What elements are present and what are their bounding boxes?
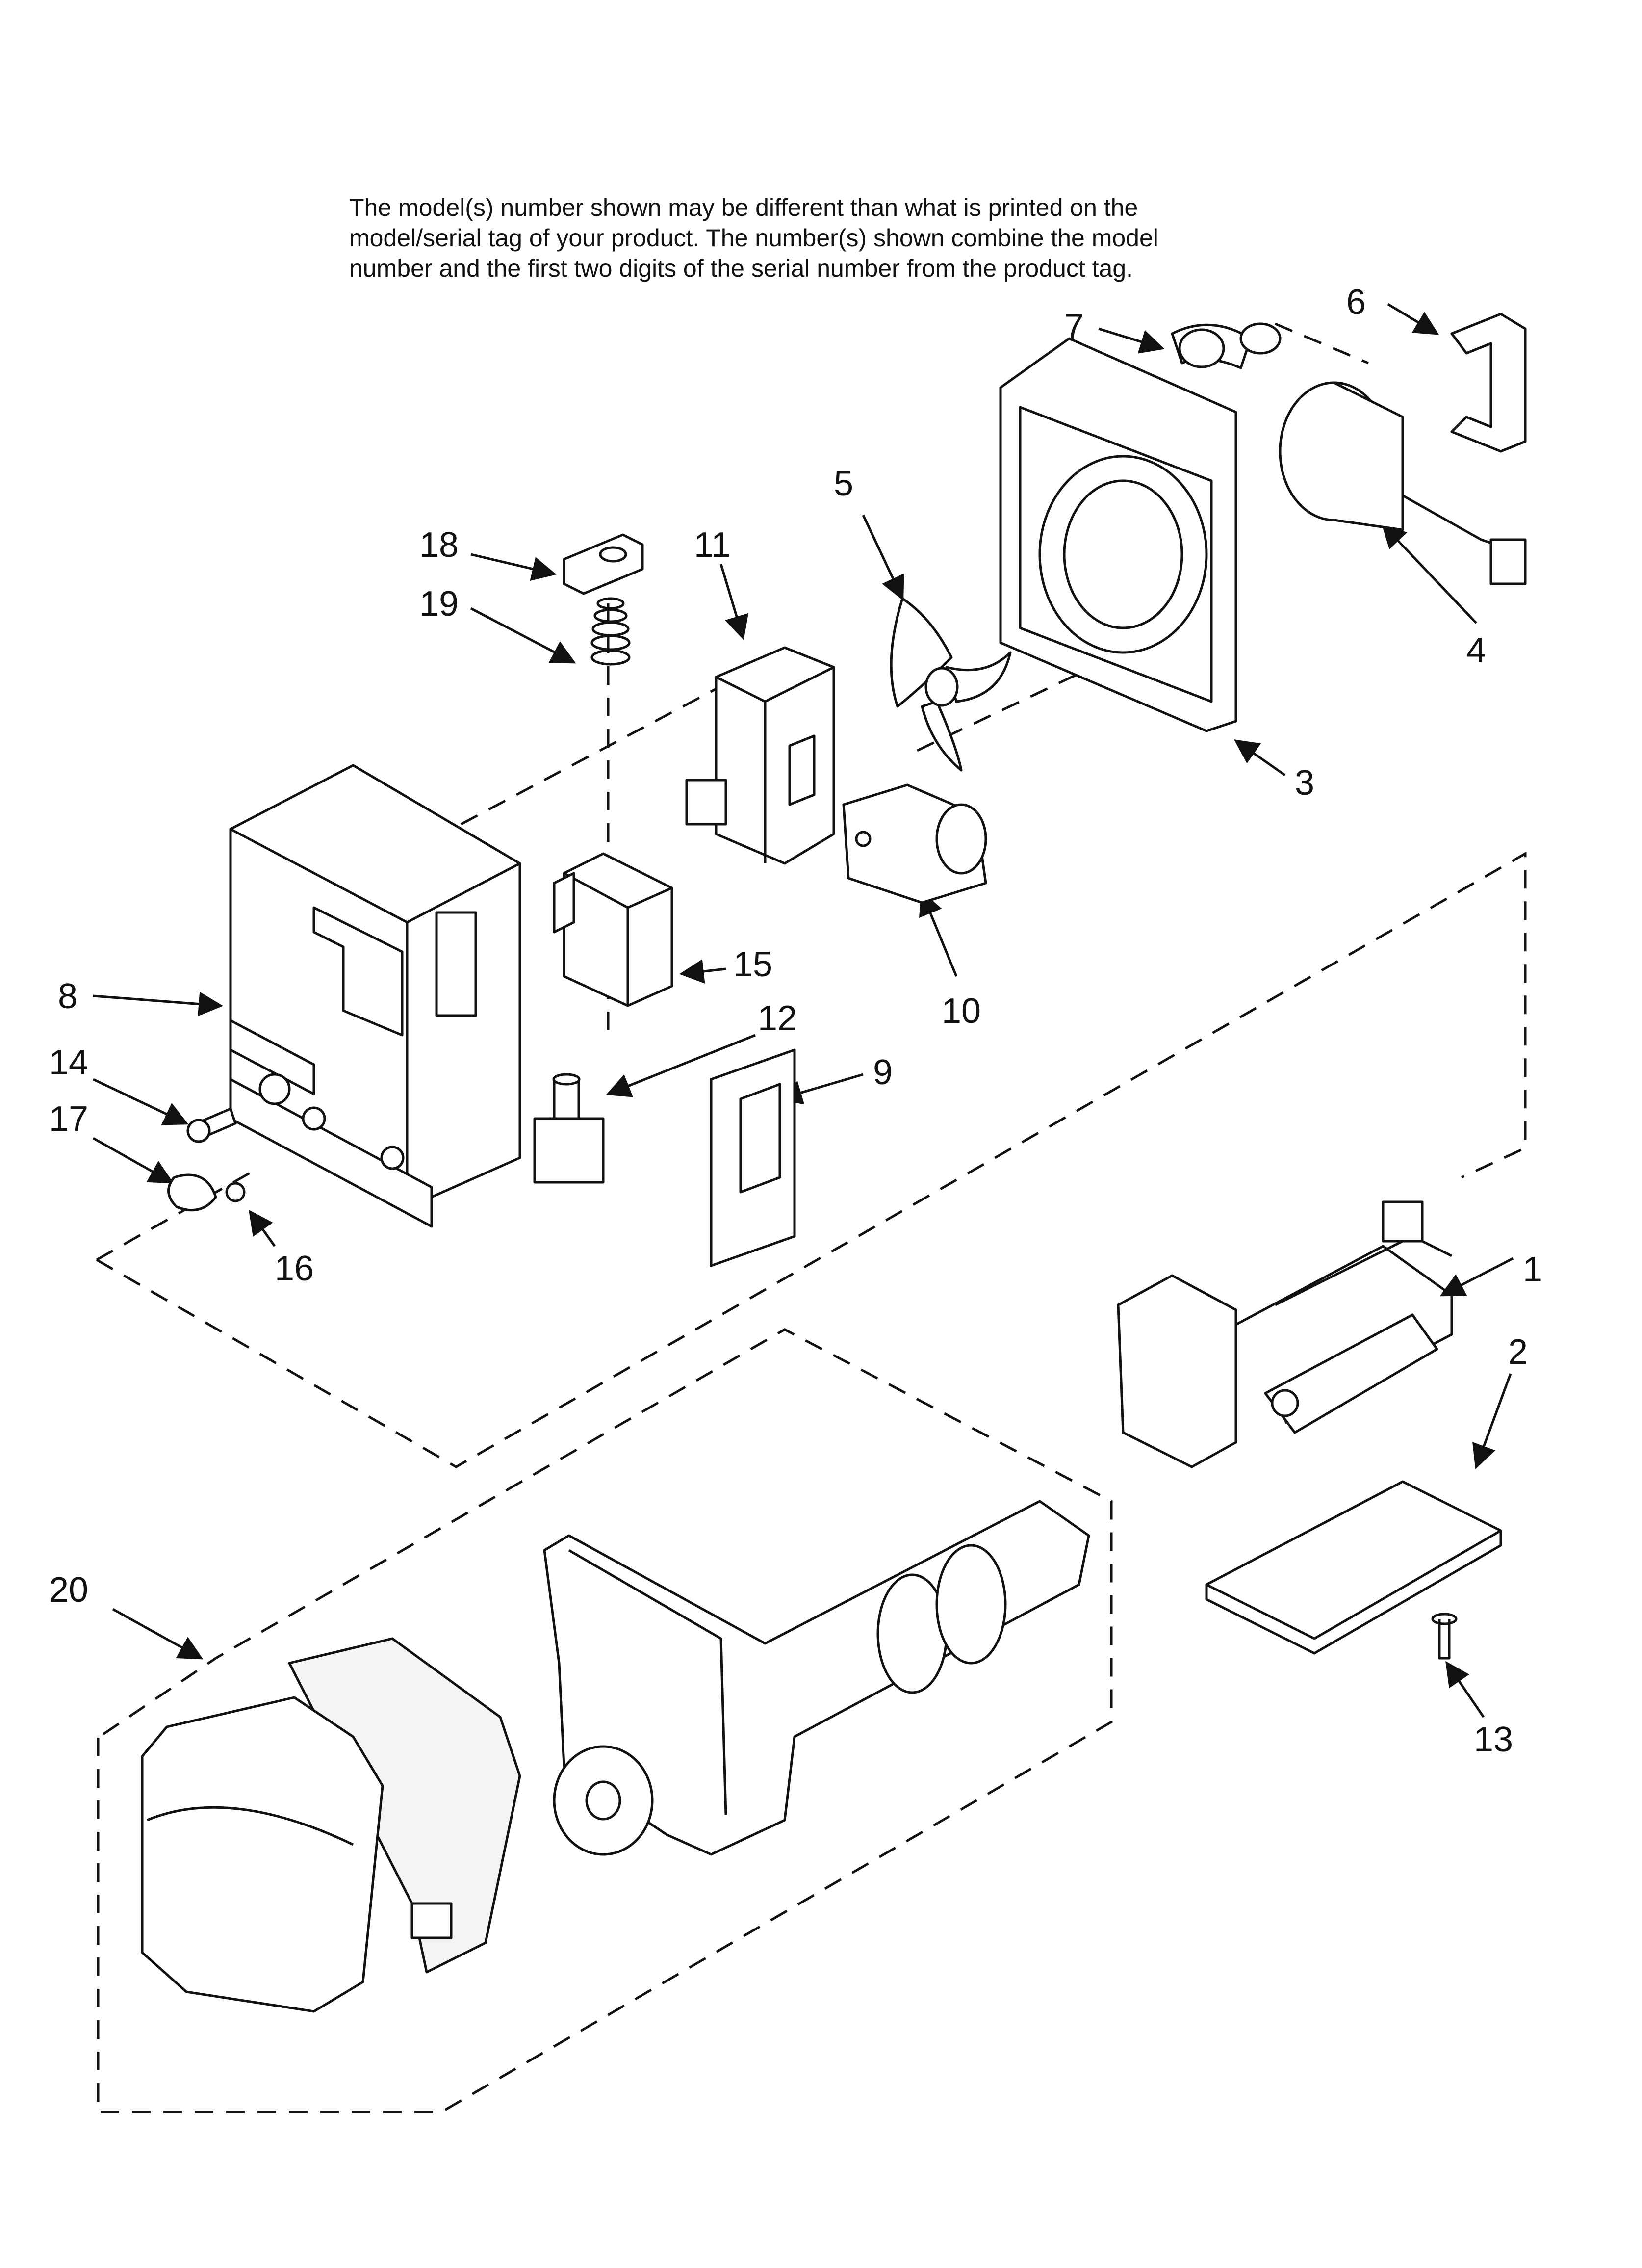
callout-9: 9 — [873, 1053, 893, 1092]
switch-housing-part-11 — [685, 646, 835, 865]
ice-housing-part-8 — [229, 764, 521, 1228]
note-line-3: number and the first two digits of the s… — [349, 255, 1133, 282]
callout-20: 20 — [49, 1570, 88, 1610]
auger-motor-part-10 — [842, 783, 987, 904]
callout-15: 15 — [733, 945, 772, 984]
callout-11: 11 — [694, 525, 731, 565]
fan-motor-part-4 — [1279, 381, 1527, 585]
callout-8: 8 — [58, 977, 77, 1016]
callout-13: 13 — [1474, 1720, 1513, 1759]
motor-bracket-part-6 — [1450, 313, 1527, 453]
callout-10: 10 — [942, 991, 981, 1031]
callout-2: 2 — [1508, 1332, 1528, 1372]
note-line-2: model/serial tag of your product. The nu… — [349, 224, 1158, 252]
washer-part-16 — [225, 1182, 246, 1202]
cap-part-18 — [563, 533, 644, 595]
callout-12: 12 — [758, 999, 797, 1038]
fan-blade-part-5 — [890, 597, 1012, 772]
callout-5: 5 — [834, 464, 853, 503]
bracket-part-15 — [553, 852, 673, 1007]
callout-4: 4 — [1466, 631, 1486, 670]
callout-19: 19 — [419, 584, 459, 624]
callout-6: 6 — [1346, 283, 1366, 322]
callout-numbers: 1 2 3 4 5 6 7 8 9 10 11 12 13 14 15 16 1… — [49, 283, 1542, 1759]
screw-part-14 — [186, 1107, 237, 1143]
callout-1: 1 — [1523, 1250, 1542, 1289]
callout-16: 16 — [275, 1249, 314, 1288]
part-outlines — [141, 313, 1527, 2013]
solenoid-part-12 — [533, 1073, 605, 1184]
icemaker-part-1 — [1117, 1200, 1453, 1468]
door-plate-part-9 — [710, 1048, 796, 1267]
nut-part-17 — [167, 1173, 217, 1212]
model-number-note: The model(s) number shown may be differe… — [349, 192, 1330, 284]
callout-17: 17 — [49, 1099, 88, 1139]
note-line-1: The model(s) number shown may be differe… — [349, 194, 1138, 221]
callout-14: 14 — [49, 1043, 88, 1082]
callout-18: 18 — [419, 525, 459, 565]
fan-housing-part-3 — [999, 337, 1237, 732]
callout-3: 3 — [1295, 763, 1314, 803]
thermostat-part-7 — [1171, 322, 1282, 369]
ice-bucket-part-20 — [141, 1500, 1090, 2013]
leader-lines — [92, 303, 1514, 1718]
screw-part-13 — [1431, 1613, 1458, 1660]
spring-part-19 — [590, 597, 631, 666]
callout-7: 7 — [1064, 307, 1084, 346]
stripper-part-2 — [1205, 1480, 1502, 1655]
